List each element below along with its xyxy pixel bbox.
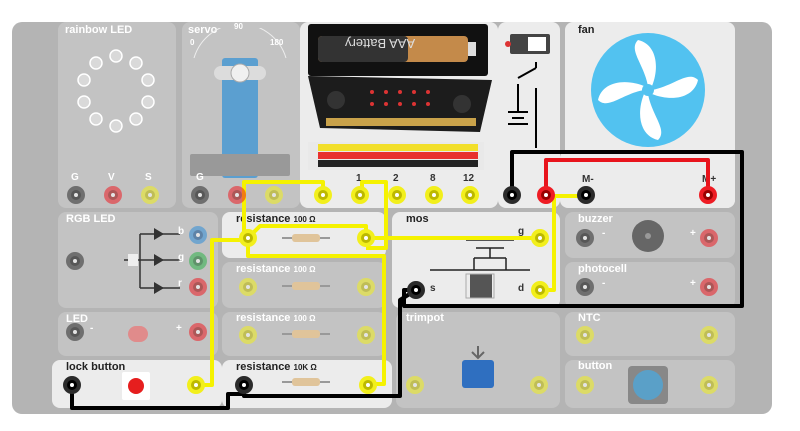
buzzer-plus-label: +	[690, 228, 696, 239]
power-switch	[505, 34, 550, 148]
mos-d-port[interactable]	[531, 281, 549, 299]
pin-header	[308, 142, 484, 170]
mb-pin-8-port[interactable]	[425, 186, 443, 204]
resistance-4-port-b[interactable]	[359, 376, 377, 394]
button-port-1[interactable]	[576, 376, 594, 394]
rgb-common-port[interactable]	[66, 252, 84, 270]
fan-plus-port[interactable]	[699, 186, 717, 204]
ntc-port-2[interactable]	[700, 326, 718, 344]
trimpot-label: trimpot	[406, 312, 444, 324]
led-icon	[128, 326, 148, 342]
mos-s-label: s	[430, 283, 436, 294]
battery-holder	[308, 24, 488, 76]
power-s-port[interactable]	[141, 186, 159, 204]
fan-minus-label: M-	[582, 174, 594, 185]
rgb-led-label: RGB LED	[66, 213, 116, 225]
mos-g-port[interactable]	[531, 229, 549, 247]
lock-button-port-1[interactable]	[63, 376, 81, 394]
resistance-2-port-b[interactable]	[357, 278, 375, 296]
servo-s-port[interactable]	[265, 186, 283, 204]
mb-pin-0-port[interactable]	[314, 186, 332, 204]
rgb-b-label: b	[178, 226, 185, 237]
resistance-2-port-a[interactable]	[239, 278, 257, 296]
rgb-led-schematic	[124, 228, 180, 294]
mb-pin-2-label: 2	[393, 173, 399, 184]
fan-icon	[591, 33, 705, 147]
power-v-port[interactable]	[104, 186, 122, 204]
servo-scale-min: 0	[190, 38, 195, 47]
photocell-plus-label: +	[690, 278, 696, 289]
resistance-1-value: 100 Ω	[293, 215, 316, 224]
resistance-1-port-b[interactable]	[357, 229, 375, 247]
button-cap	[628, 366, 668, 404]
led-minus-label: -	[90, 323, 94, 334]
servo-v-port[interactable]	[228, 186, 246, 204]
servo-label: servo	[188, 24, 218, 36]
buzzer-minus-label: -	[602, 228, 606, 239]
rgb-g-port[interactable]	[189, 252, 207, 270]
battery-plus-port[interactable]	[537, 186, 555, 204]
lock-button-label: lock button	[66, 361, 126, 373]
lock-button-port-2[interactable]	[187, 376, 205, 394]
resistance-1-name: resistance	[236, 213, 291, 225]
power-g-label: G	[71, 172, 79, 183]
lock-button-cap	[122, 372, 150, 400]
buzzer-minus-port[interactable]	[576, 229, 594, 247]
servo-scale-mid: 90	[234, 22, 243, 31]
rgb-b-port[interactable]	[189, 226, 207, 244]
mb-pin-8-label: 8	[430, 173, 436, 184]
ntc-label: NTC	[578, 312, 601, 324]
fan-minus-port[interactable]	[577, 186, 595, 204]
resistance-3-port-a[interactable]	[239, 326, 257, 344]
led-minus-port[interactable]	[66, 323, 84, 341]
mos-d-label: d	[518, 283, 525, 294]
trimpot-knob	[462, 346, 494, 388]
power-s-label: S	[145, 172, 152, 183]
servo-g-port[interactable]	[191, 186, 209, 204]
photocell-minus-label: -	[602, 278, 606, 289]
led-plus-port[interactable]	[189, 323, 207, 341]
buzzer-icon	[632, 220, 664, 252]
servo-motor	[190, 28, 290, 178]
battery-label: AAA Battery	[345, 36, 416, 51]
resistance-1-port-a[interactable]	[239, 229, 257, 247]
photocell-plus-port[interactable]	[700, 278, 718, 296]
servo-scale-max: 180	[270, 38, 284, 47]
power-v-label: V	[108, 172, 115, 183]
buzzer-plus-port[interactable]	[700, 229, 718, 247]
trimpot-port-1[interactable]	[406, 376, 424, 394]
button-label: button	[578, 360, 613, 372]
photocell-minus-port[interactable]	[576, 278, 594, 296]
trimpot-port-2[interactable]	[530, 376, 548, 394]
rgb-r-port[interactable]	[189, 278, 207, 296]
mb-pin-2-port[interactable]	[388, 186, 406, 204]
led-label: LED	[66, 313, 88, 325]
mos-label: mos	[406, 213, 429, 225]
ntc-port-1[interactable]	[576, 326, 594, 344]
rgb-g-label: g	[178, 252, 185, 263]
rainbow-led-ring	[77, 49, 155, 133]
resistance-1-label: resistance 100 Ω	[236, 213, 315, 225]
resistor-icons	[282, 234, 330, 386]
fan-label: fan	[578, 24, 595, 36]
mb-pin-1-port[interactable]	[351, 186, 369, 204]
servo-g-label: G	[196, 172, 204, 183]
microbit-board	[308, 76, 492, 132]
buzzer-label: buzzer	[578, 213, 613, 225]
fan-plus-label: M+	[702, 174, 717, 185]
mb-pin-1-label: 1	[356, 173, 362, 184]
photocell-label: photocell	[578, 263, 627, 275]
button-port-2[interactable]	[700, 376, 718, 394]
rainbow-led-label: rainbow LED	[65, 24, 133, 36]
battery-minus-port[interactable]	[503, 186, 521, 204]
led-plus-label: +	[176, 323, 182, 334]
resistance-3-port-b[interactable]	[357, 326, 375, 344]
rgb-r-label: r	[178, 278, 182, 289]
mos-g-label: g	[518, 226, 525, 237]
mb-pin-12-port[interactable]	[461, 186, 479, 204]
power-g-port[interactable]	[67, 186, 85, 204]
mb-pin-12-label: 12	[463, 173, 475, 184]
mos-s-port[interactable]	[407, 281, 425, 299]
resistance-4-port-a[interactable]	[235, 376, 253, 394]
